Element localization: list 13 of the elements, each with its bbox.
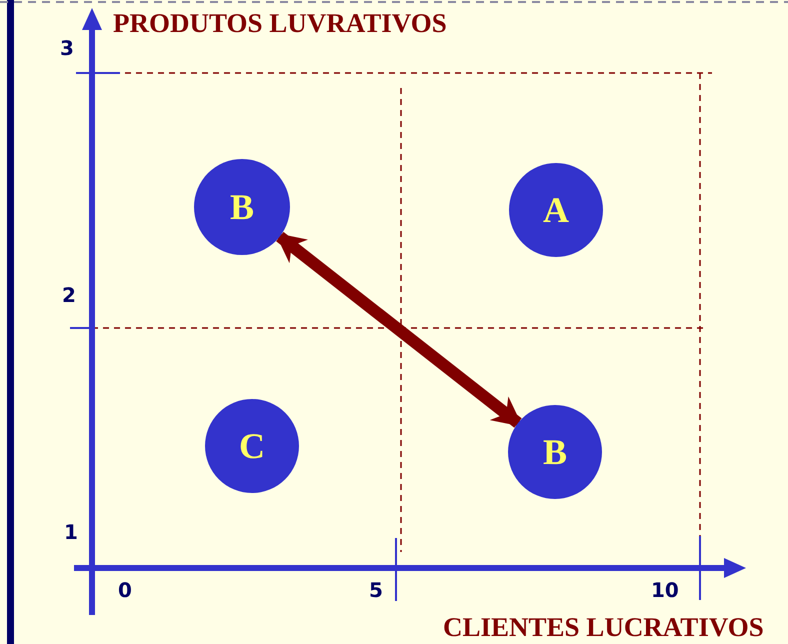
axis-title: CLIENTES LUCRATIVOS [443,614,764,641]
axis-title: PRODUTOS LUVRATIVOS [113,10,447,37]
tick-label: 1 [64,522,78,542]
quadrant-letter: C [239,428,265,464]
double-arrow [275,232,523,428]
quadrant-letter: B [542,434,567,470]
tick-label: 10 [651,580,679,600]
tick-label: 5 [369,580,383,600]
quadrant-letter: B [230,189,254,225]
quadrant-letter: A [543,192,569,228]
tick-label: 2 [62,285,76,305]
tick-label: 3 [60,38,74,58]
tick-label: 0 [118,580,132,600]
